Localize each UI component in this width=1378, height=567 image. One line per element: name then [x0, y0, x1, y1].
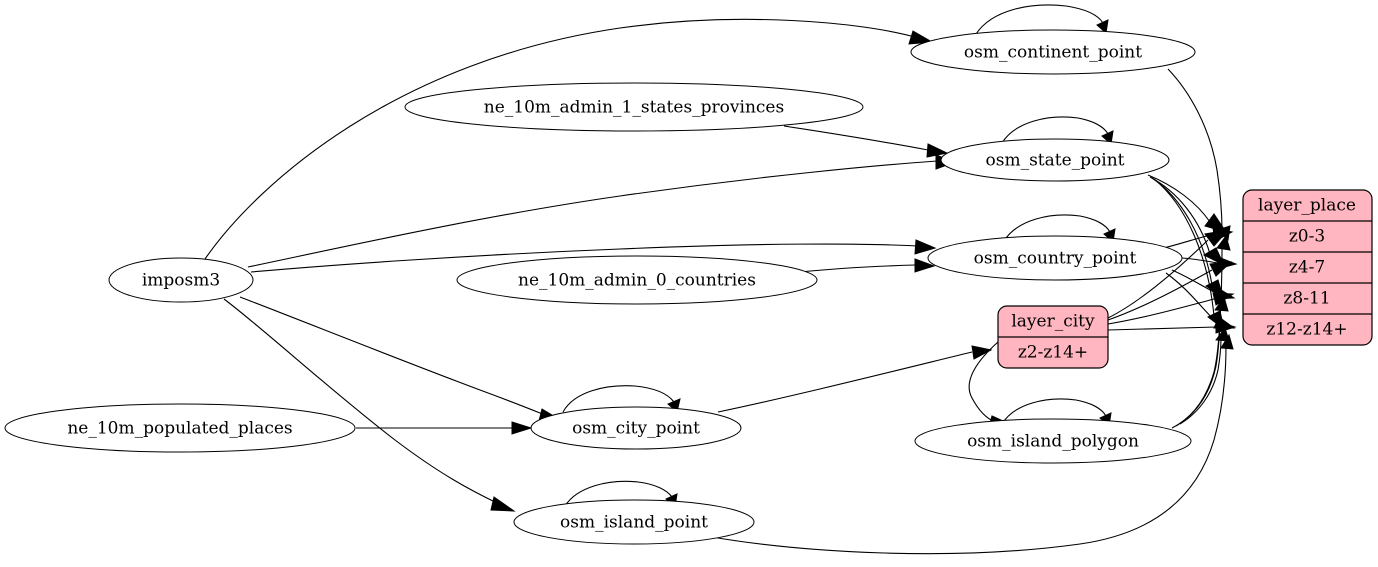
node-ne-10m-admin-0-countries[interactable]: ne_10m_admin_0_countries: [456, 255, 818, 305]
record-layer-place-row-z8-11[interactable]: z8-11: [1283, 289, 1330, 309]
edge-ne-states-provinces-to-osm-state-point: [783, 125, 949, 158]
edge-imposm3-to-osm-island-point: [223, 298, 516, 512]
nodes-layer: imposm3 ne_10m_admin_1_states_provinces …: [4, 29, 1196, 545]
edge-imposm3-to-osm-city-point: [239, 296, 564, 422]
record-layer-place-row-z0-3[interactable]: z0-3: [1289, 227, 1325, 247]
node-osm-continent-point-label: osm_continent_point: [964, 43, 1142, 63]
edge-imposm3-to-osm-country-point: [250, 239, 937, 273]
edge-imposm3-to-osm-continent-point: [204, 18, 934, 260]
edge-ne-admin-0-countries-to-osm-country-point: [799, 258, 936, 273]
node-osm-state-point-label: osm_state_point: [986, 151, 1125, 171]
node-ne-10m-populated-places[interactable]: ne_10m_populated_places: [4, 403, 356, 453]
edge-osm-continent-point-to-layer-place: [1167, 68, 1231, 242]
record-node-layer-city[interactable]: layer_city z2-z14+: [997, 305, 1109, 369]
node-ne-10m-admin-0-countries-label: ne_10m_admin_0_countries: [518, 271, 756, 291]
record-layer-place-row-z4-7[interactable]: z4-7: [1289, 258, 1325, 278]
edge-osm-city-point-to-layer-city: [717, 345, 993, 413]
edge-layer-city-to-layer-place-z4-7: [1107, 261, 1233, 321]
node-osm-city-point[interactable]: osm_city_point: [530, 406, 742, 450]
node-osm-city-point-label: osm_city_point: [572, 419, 700, 439]
node-osm-island-point-label: osm_island_point: [560, 513, 708, 533]
node-osm-country-point[interactable]: osm_country_point: [927, 235, 1183, 281]
record-layer-place-row-z12-z14[interactable]: z12-z14+: [1266, 320, 1347, 340]
node-osm-island-polygon-label: osm_island_polygon: [967, 432, 1139, 452]
record-node-layer-place[interactable]: layer_place z0-3 z4-7 z8-11 z12-z14+: [1242, 189, 1373, 346]
edge-self-loop-osm-continent-point: [975, 4, 1109, 35]
node-imposm3-label: imposm3: [142, 271, 220, 291]
edge-self-loop-osm-state-point: [1001, 116, 1114, 145]
edge-osm-island-point-to-layer-place: [711, 333, 1234, 555]
edge-ne-populated-places-to-osm-city-point: [356, 421, 533, 435]
node-ne-10m-populated-places-label: ne_10m_populated_places: [67, 419, 292, 439]
record-layer-city-title: layer_city: [1011, 312, 1095, 332]
edge-osm-island-polygon-to-layer-place-z12-z14: [1179, 326, 1230, 425]
edge-osm-island-polygon-to-layer-place-z8-11: [1175, 295, 1229, 427]
node-osm-continent-point[interactable]: osm_continent_point: [910, 29, 1196, 75]
node-ne-10m-admin-1-states-provinces-label: ne_10m_admin_1_states_provinces: [484, 98, 784, 118]
edge-layer-city-to-layer-place-z0-3: [1107, 229, 1230, 319]
record-nodes-layer: layer_place z0-3 z4-7 z8-11 z12-z14+ lay…: [997, 189, 1373, 369]
node-ne-10m-admin-1-states-provinces[interactable]: ne_10m_admin_1_states_provinces: [404, 82, 864, 132]
edge-layer-city-to-layer-place-z12-z14: [1107, 320, 1237, 334]
node-osm-island-polygon[interactable]: osm_island_polygon: [914, 418, 1192, 464]
record-layer-city-row-z2-z14[interactable]: z2-z14+: [1018, 343, 1088, 363]
node-osm-island-point[interactable]: osm_island_point: [513, 499, 755, 545]
node-imposm3[interactable]: imposm3: [108, 257, 254, 303]
record-layer-place-title: layer_place: [1258, 196, 1356, 216]
node-osm-state-point[interactable]: osm_state_point: [940, 138, 1170, 182]
node-osm-country-point-label: osm_country_point: [974, 249, 1137, 269]
